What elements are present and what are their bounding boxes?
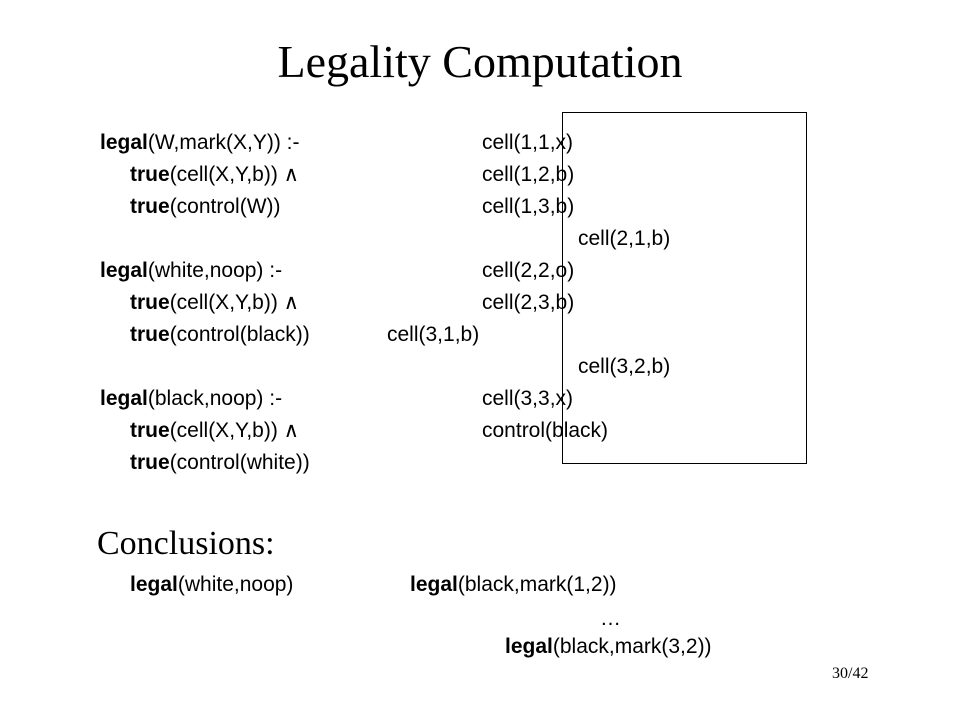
slide-title: Legality Computation: [277, 36, 683, 87]
expression: …: [600, 607, 621, 630]
expression: (cell(X,Y,b)) ∧: [169, 163, 300, 186]
rule-line: true(control(black)): [130, 322, 310, 348]
expression: (cell(X,Y,b)) ∧: [169, 291, 300, 314]
keyword: legal: [130, 573, 178, 596]
keyword: true: [130, 419, 170, 442]
expression: (control(white)): [169, 451, 310, 474]
keyword: legal: [410, 573, 458, 596]
rule-line: legal(W,mark(X,Y)) :-: [100, 130, 300, 156]
expression: (control(W)): [169, 195, 281, 218]
keyword: legal: [100, 387, 148, 410]
expression: (black,mark(3,2)): [552, 635, 712, 658]
expression: (W,mark(X,Y)) :-: [147, 131, 300, 154]
keyword: true: [130, 291, 170, 314]
rule-line: legal(black,noop) :-: [100, 386, 282, 412]
rule-line: true(cell(X,Y,b)) ∧: [130, 418, 299, 444]
conclusion-line: legal(black,mark(1,2)): [410, 572, 617, 598]
state-fact: cell(3,2,b): [578, 355, 671, 378]
state-fact: cell(1,1,x): [482, 131, 574, 154]
state-box: [562, 112, 807, 464]
keyword: true: [130, 195, 170, 218]
rule-line: true(control(W)): [130, 194, 281, 220]
page-number: 30/42: [832, 665, 869, 682]
conclusion-line: …: [600, 606, 621, 632]
keyword: true: [130, 323, 170, 346]
keyword: true: [130, 163, 170, 186]
expression: (white,noop) :-: [147, 259, 283, 282]
expression: (white,noop): [177, 573, 294, 596]
keyword: legal: [100, 259, 148, 282]
expression: (control(black)): [169, 323, 310, 346]
state-fact: cell(2,1,b): [578, 227, 671, 250]
keyword: true: [130, 451, 170, 474]
state-fact: control(black): [482, 419, 609, 442]
expression: (black,mark(1,2)): [457, 573, 617, 596]
state-fact: cell(1,2,b): [482, 163, 575, 186]
state-fact: cell(1,3,b): [482, 195, 575, 218]
rule-line: legal(white,noop) :-: [100, 258, 282, 284]
keyword: legal: [505, 635, 553, 658]
state-fact: cell(3,1,b): [387, 323, 480, 346]
conclusion-line: legal(white,noop): [130, 572, 293, 598]
keyword: legal: [100, 131, 148, 154]
state-fact: cell(2,2,o): [482, 259, 575, 282]
rule-line: true(cell(X,Y,b)) ∧: [130, 162, 299, 188]
rule-line: true(cell(X,Y,b)) ∧: [130, 290, 299, 316]
state-fact: cell(3,3,x): [482, 387, 574, 410]
rule-line: true(control(white)): [130, 450, 310, 476]
state-fact: cell(2,3,b): [482, 291, 575, 314]
conclusions-heading: Conclusions:: [97, 525, 275, 562]
expression: (cell(X,Y,b)) ∧: [169, 419, 300, 442]
conclusion-line: legal(black,mark(3,2)): [505, 634, 712, 660]
expression: (black,noop) :-: [147, 387, 283, 410]
